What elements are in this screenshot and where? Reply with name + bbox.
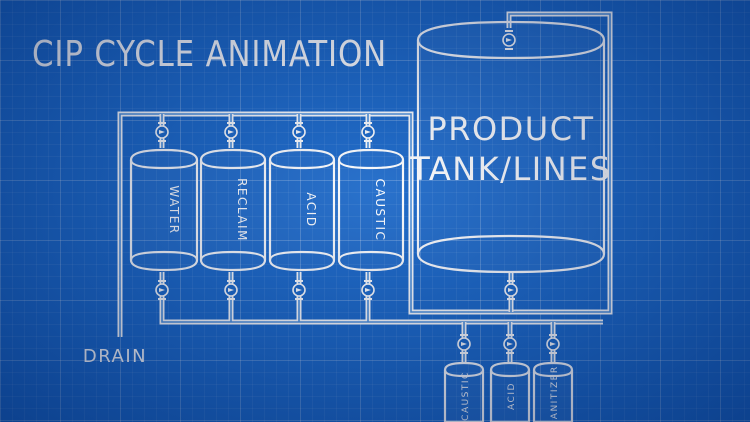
small-tank-sanitizer-label: SANITIZER — [550, 365, 560, 422]
valve-icon[interactable] — [155, 280, 169, 300]
valve-icon[interactable] — [361, 122, 375, 142]
tank-caustic-label: CAUSTIC — [373, 179, 387, 242]
small-tank-caustic: CAUSTIC — [443, 361, 485, 422]
tank-water-label: WATER — [167, 185, 181, 234]
product-tank-label-line1: PRODUCT — [427, 110, 594, 148]
valve-icon[interactable] — [292, 280, 306, 300]
valve-icon[interactable] — [546, 334, 560, 354]
tank-top-drops — [159, 114, 371, 148]
small-tank-acid: ACID — [489, 361, 531, 422]
small-tank-sanitizer: SANITIZER — [532, 361, 574, 422]
valve-icon[interactable] — [224, 122, 238, 142]
tank-reclaim: RECLAIM — [199, 148, 267, 272]
diagram-title: CIP CYCLE ANIMATION — [32, 34, 387, 75]
valve-icon[interactable] — [224, 280, 238, 300]
valve-icon[interactable] — [361, 280, 375, 300]
valves — [155, 30, 560, 354]
valve-icon[interactable] — [502, 30, 516, 50]
product-tank: PRODUCT TANK/LINES — [409, 20, 611, 274]
valve-icon[interactable] — [457, 334, 471, 354]
small-tank-caustic-label: CAUSTIC — [461, 371, 471, 421]
valve-icon[interactable] — [503, 334, 517, 354]
valve-icon[interactable] — [155, 122, 169, 142]
valve-icon[interactable] — [504, 280, 518, 300]
product-tank-label-line2: TANK/LINES — [409, 150, 611, 188]
small-tank-acid-label: ACID — [507, 382, 517, 410]
drain-label: DRAIN — [83, 346, 147, 367]
tank-water: WATER — [129, 148, 199, 272]
valve-icon[interactable] — [292, 122, 306, 142]
tank-acid: ACID — [268, 148, 336, 272]
tank-reclaim-label: RECLAIM — [235, 178, 249, 242]
tank-caustic: CAUSTIC — [337, 148, 405, 272]
tank-acid-label: ACID — [304, 192, 318, 227]
